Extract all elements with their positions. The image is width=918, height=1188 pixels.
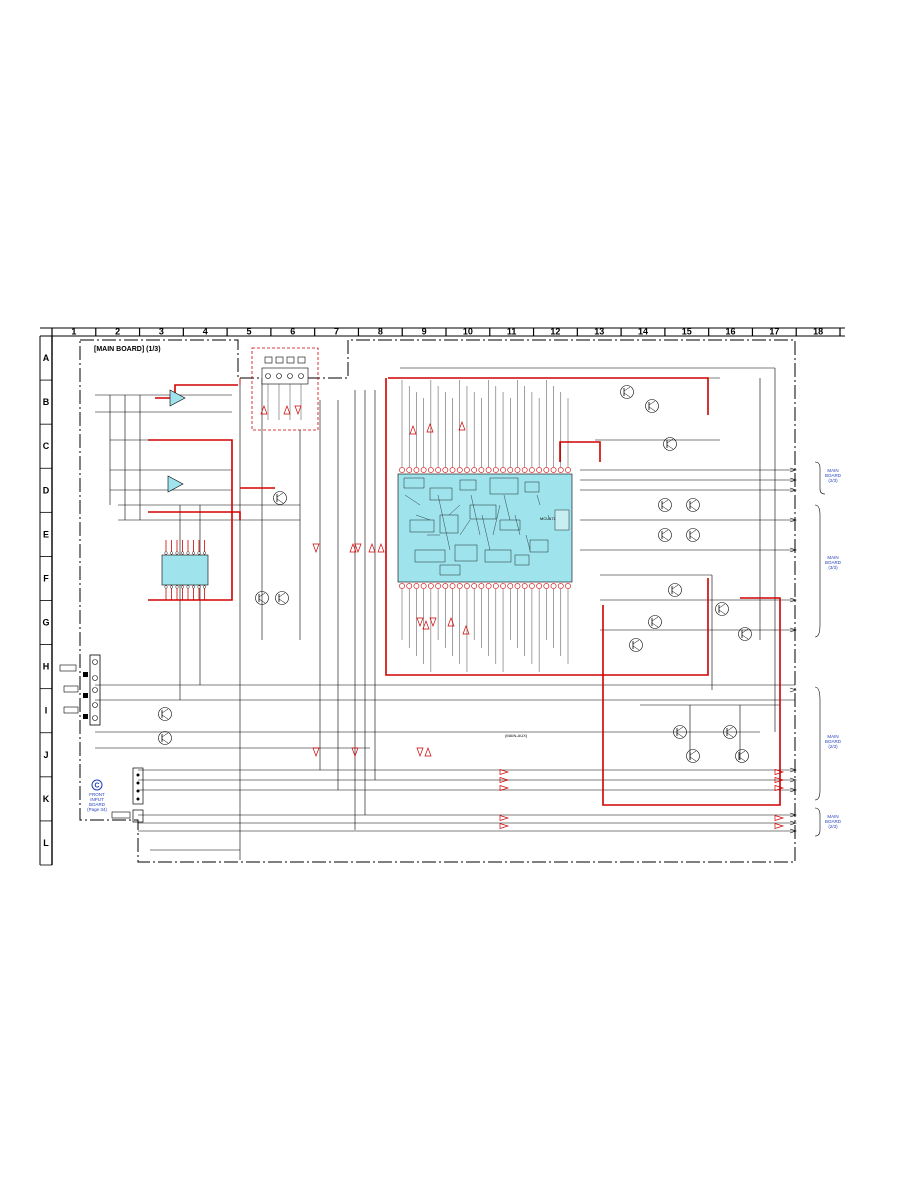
ref-2-sub: BOARD — [825, 560, 842, 565]
front-input-letter-circle — [91, 779, 103, 791]
ref-4-sub: BOARD — [825, 819, 842, 824]
transistors — [158, 385, 752, 763]
transistor-10 — [686, 498, 700, 512]
board-title-part: (1/3) — [146, 346, 160, 353]
transistor-17 — [738, 627, 752, 641]
transistor-14 — [648, 615, 662, 629]
column-label-5: 5 — [246, 327, 251, 337]
row-label-B: B — [43, 397, 50, 407]
board-title: [MAIN BOARD] (1/3) — [94, 346, 161, 353]
column-label-18: 18 — [813, 327, 823, 337]
front-input-line-3: BOARD — [89, 802, 106, 807]
row-label-A: A — [43, 353, 50, 363]
transistor-1 — [273, 491, 287, 505]
transistor-18 — [673, 725, 687, 739]
ref-3-sub: BOARD — [825, 739, 842, 744]
ref-1-page: (2/3) — [828, 478, 838, 483]
ref-2-label: MAIN — [827, 555, 838, 560]
op-amp-2 — [167, 475, 184, 493]
transistor-8 — [663, 437, 677, 451]
op-amp-1 — [169, 389, 186, 407]
column-label-3: 3 — [159, 327, 164, 337]
transistor-6 — [620, 385, 634, 399]
row-label-H: H — [43, 662, 50, 672]
column-label-10: 10 — [463, 327, 473, 337]
row-label-G: G — [42, 618, 49, 628]
row-label-C: C — [43, 441, 50, 451]
transistor-20 — [723, 725, 737, 739]
front-input-connector: C FRONT INPUT BOARD (Page 34) — [87, 767, 144, 823]
signal-arrows — [260, 405, 785, 829]
transistor-12 — [686, 528, 700, 542]
transistor-2 — [255, 591, 269, 605]
column-label-17: 17 — [769, 327, 779, 337]
row-label-I: I — [45, 706, 48, 716]
bus-label: (MAIN-AUX) — [505, 733, 528, 738]
ic-main-label: MCU171 — [540, 516, 557, 521]
transistor-3 — [275, 591, 289, 605]
column-label-8: 8 — [378, 327, 383, 337]
ic-left — [161, 540, 209, 600]
page-references: MAIN BOARD (2/3) MAIN BOARD (3/3) MAIN B… — [814, 461, 842, 837]
front-input-line-2: INPUT — [90, 797, 104, 802]
front-input-line-1: FRONT — [89, 792, 105, 797]
row-ruler: A B C D E F G H I J K L — [39, 335, 53, 866]
column-label-11: 11 — [507, 327, 517, 337]
row-label-D: D — [43, 485, 50, 495]
column-label-12: 12 — [550, 327, 560, 337]
column-label-7: 7 — [334, 327, 339, 337]
row-label-K: K — [43, 794, 50, 804]
column-label-13: 13 — [594, 327, 604, 337]
ref-3-label: MAIN — [827, 734, 838, 739]
transistor-21 — [735, 749, 749, 763]
ref-4-label: MAIN — [827, 814, 838, 819]
column-label-14: 14 — [638, 327, 648, 337]
row-label-E: E — [43, 529, 49, 539]
board-outline — [79, 339, 796, 863]
ic-main: MCU171 — [397, 467, 573, 589]
power-traces — [148, 377, 781, 806]
transistor-9 — [658, 498, 672, 512]
column-label-6: 6 — [290, 327, 295, 337]
transistor-13 — [668, 583, 682, 597]
row-label-J: J — [43, 750, 48, 760]
svg-text:[MAIN BOARD] (1/3): [MAIN BOARD] (1/3) — [94, 346, 161, 353]
column-label-15: 15 — [682, 327, 692, 337]
transistor-16 — [715, 602, 729, 616]
edge-arrows — [789, 467, 797, 834]
column-label-1: 1 — [71, 327, 76, 337]
wiring — [95, 367, 795, 860]
front-input-line-4: (Page 34) — [87, 807, 107, 812]
column-label-4: 4 — [203, 327, 208, 337]
transistor-15 — [629, 638, 643, 652]
row-label-L: L — [43, 838, 49, 848]
transistor-4 — [158, 707, 172, 721]
ref-2-page: (3/3) — [828, 565, 838, 570]
transistor-7 — [645, 399, 659, 413]
ref-1-sub: BOARD — [825, 473, 842, 478]
board-title-text: MAIN BOARD — [96, 346, 142, 353]
sub-board-connector — [251, 347, 319, 431]
column-label-2: 2 — [115, 327, 120, 337]
transistor-19 — [686, 749, 700, 763]
transistor-11 — [658, 528, 672, 542]
column-label-9: 9 — [422, 327, 427, 337]
ref-4-page: (2/3) — [828, 824, 838, 829]
ref-3-page: (2/3) — [828, 744, 838, 749]
row-label-F: F — [43, 573, 49, 583]
front-input-letter: C — [94, 783, 99, 790]
ref-1-label: MAIN — [827, 468, 838, 473]
input-jacks — [59, 654, 101, 726]
transistor-5 — [158, 731, 172, 745]
column-label-16: 16 — [726, 327, 736, 337]
